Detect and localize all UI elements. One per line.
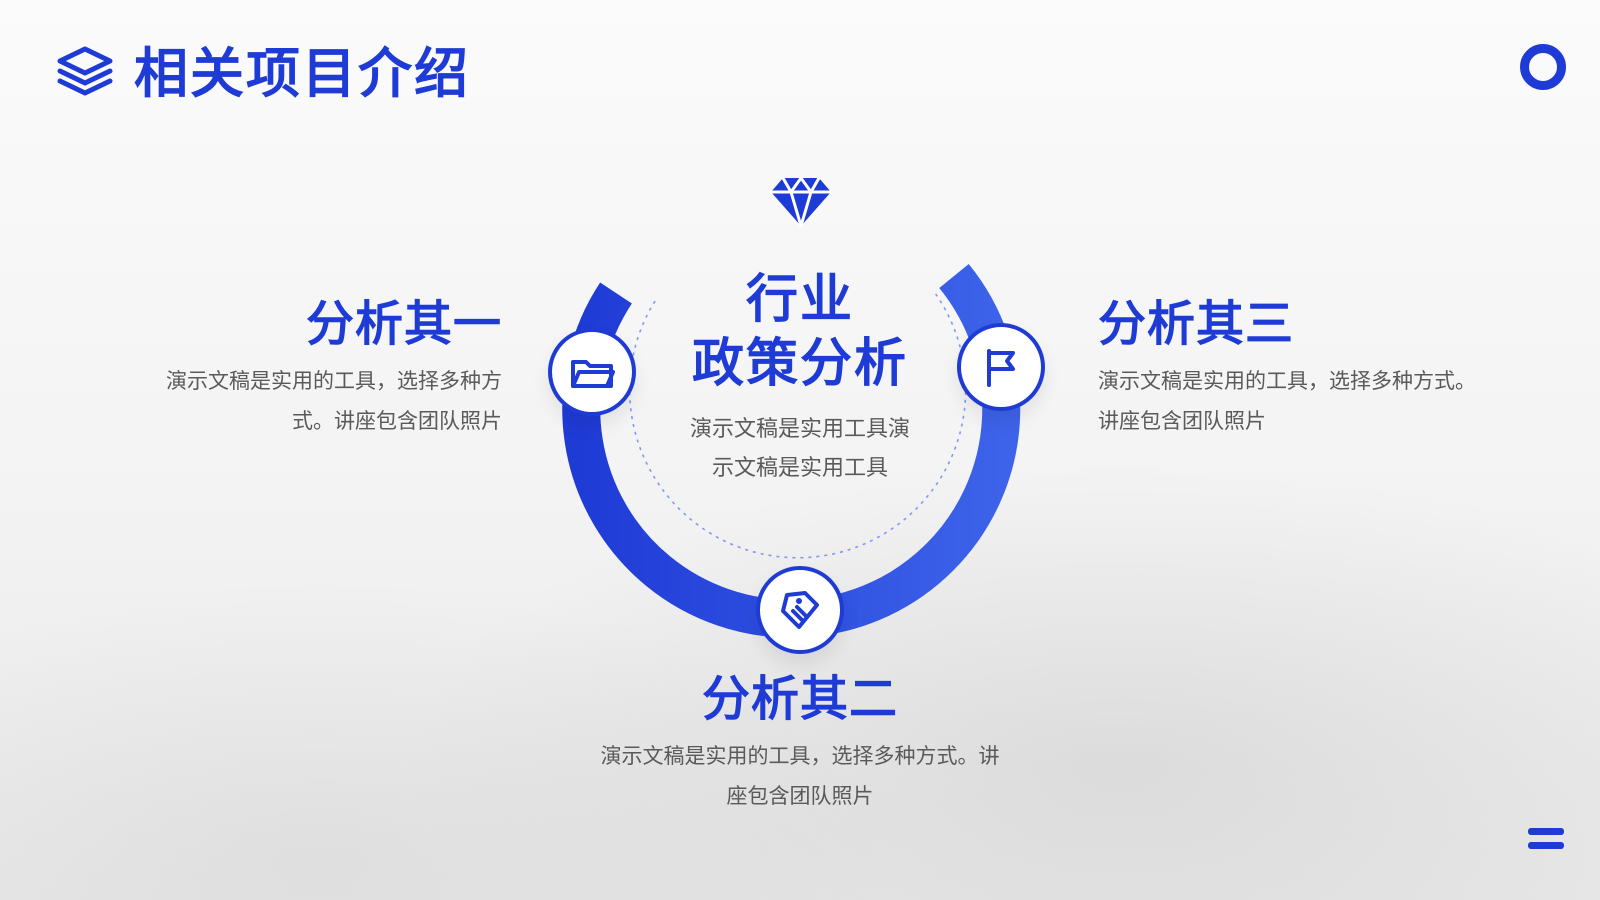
folder-open-icon <box>569 352 615 392</box>
section-bottom-description: 演示文稿是实用的工具，选择多种方式。讲座包含团队照片 <box>600 744 1000 808</box>
section-bottom-title: 分析其二 <box>701 671 898 727</box>
node-left <box>548 328 636 416</box>
ring-icon <box>1520 44 1566 90</box>
center-title: 行业 政策分析 <box>691 270 908 394</box>
center-description: 演示文稿是实用工具演示文稿是实用工具 <box>689 417 910 481</box>
section-right-description: 演示文稿是实用的工具，选择多种方式。讲座包含团队照片 <box>1098 369 1476 433</box>
section-left-description: 演示文稿是实用的工具，选择多种方式。讲座包含团队照片 <box>166 369 502 433</box>
section-left: 分析其一 演示文稿是实用的工具，选择多种方式。讲座包含团队照片 <box>142 295 502 441</box>
header: 相关项目介绍 <box>54 42 470 106</box>
section-bottom: 分析其二 演示文稿是实用的工具，选择多种方式。讲座包含团队照片 <box>600 670 1000 816</box>
diamond-icon <box>769 172 833 228</box>
page-title: 相关项目介绍 <box>134 42 470 105</box>
menu-lines-icon <box>1528 828 1564 854</box>
section-left-title: 分析其一 <box>305 296 502 352</box>
section-right-title: 分析其三 <box>1098 296 1295 352</box>
flag-icon <box>979 345 1023 389</box>
node-bottom <box>756 566 844 654</box>
tag-icon <box>777 587 823 633</box>
node-right <box>957 323 1045 411</box>
layers-icon <box>54 41 116 107</box>
section-right: 分析其三 演示文稿是实用的工具，选择多种方式。讲座包含团队照片 <box>1098 295 1478 441</box>
